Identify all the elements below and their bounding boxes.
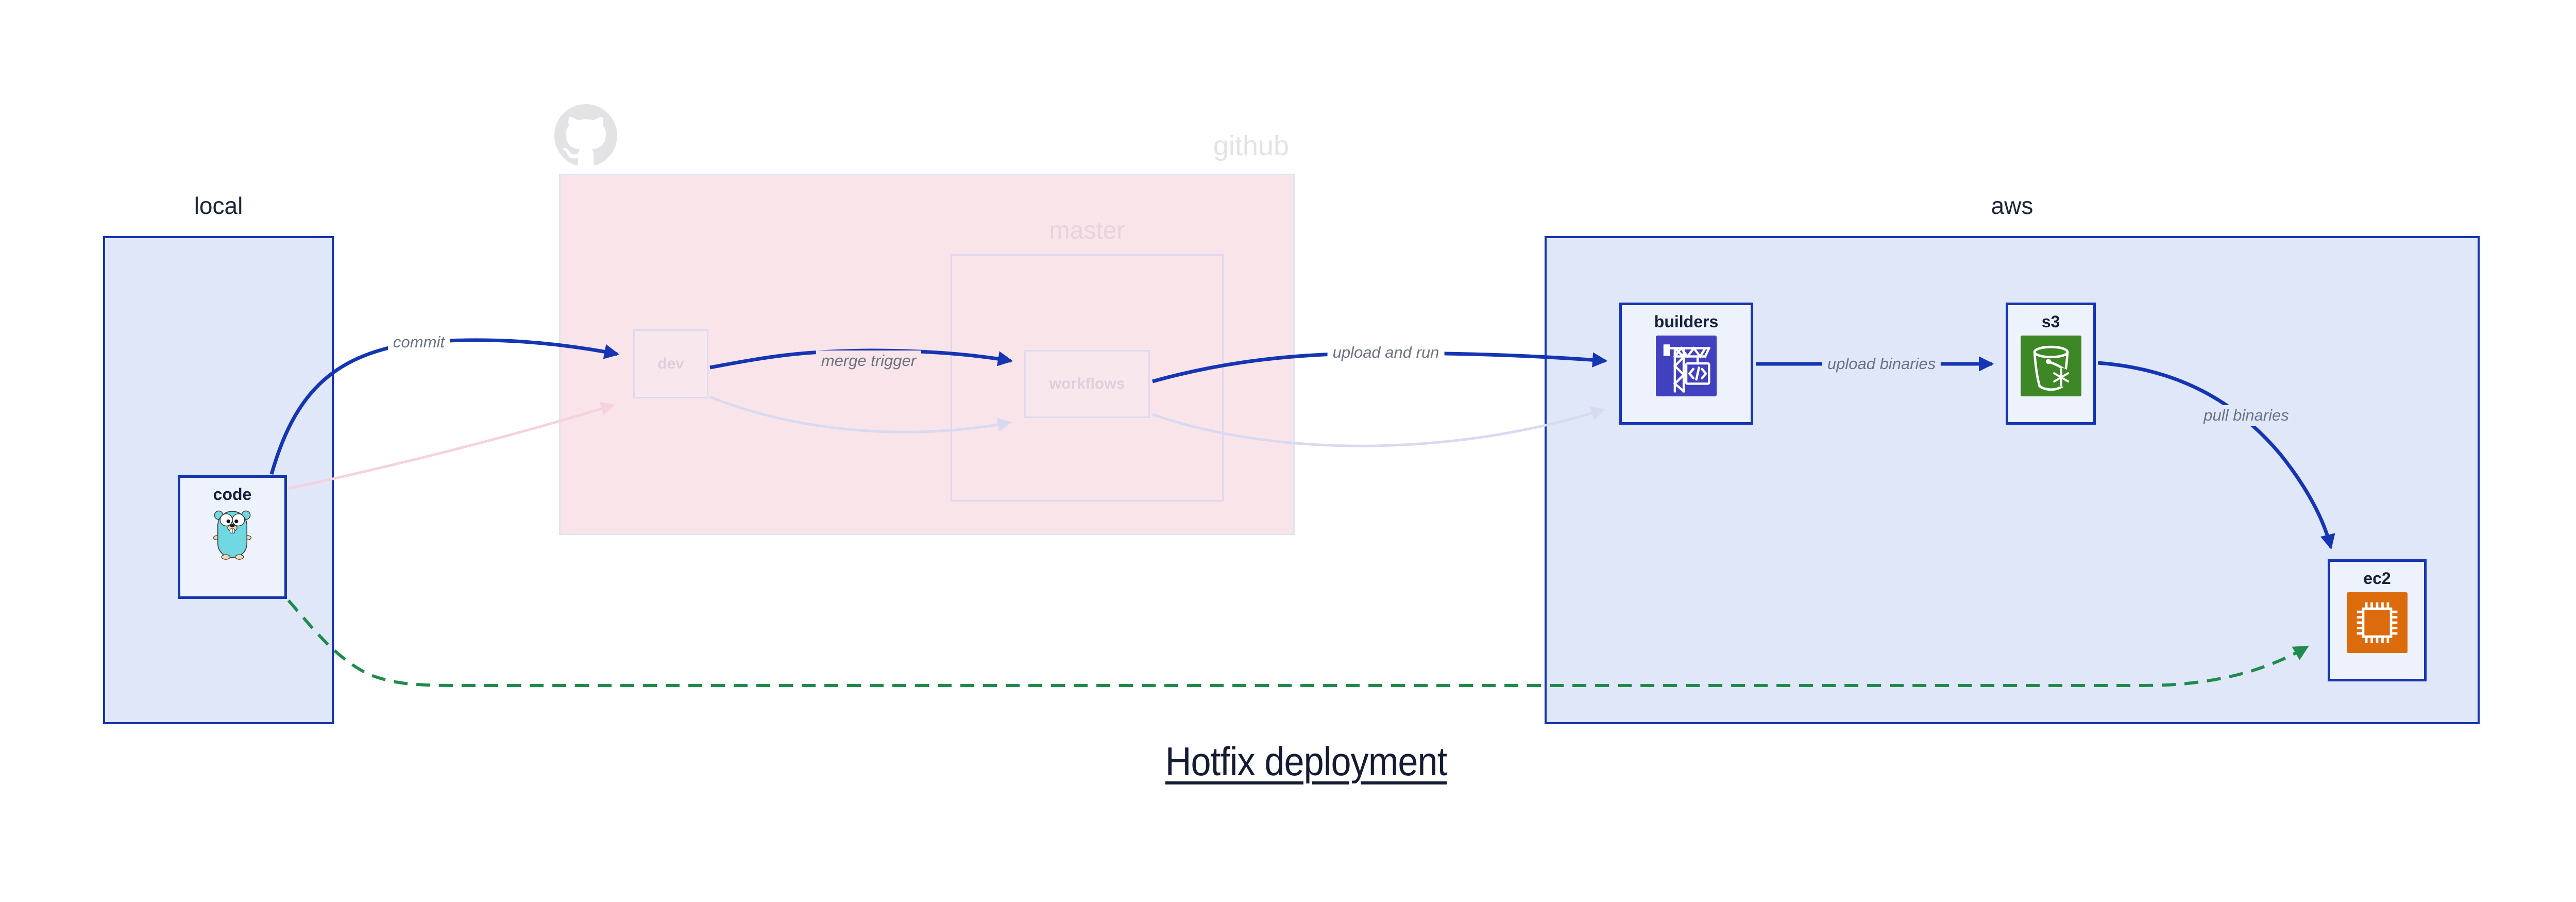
node-s3-label: s3 [2041, 312, 2060, 331]
node-workflows: workflows [1024, 350, 1150, 418]
group-label-github: github [1213, 130, 1289, 161]
node-builders: builders [1619, 303, 1753, 425]
aws-s3-bucket-icon [2020, 335, 2081, 396]
group-label-local: local [194, 192, 243, 219]
node-dev-label: dev [657, 355, 684, 372]
node-s3: s3 [2006, 303, 2096, 425]
aws-codebuild-icon [1656, 335, 1717, 396]
aws-ec2-chip-icon [2347, 592, 2408, 653]
edge-label-upload-binaries: upload binaries [1822, 354, 1941, 374]
edge-label-pull-binaries: pull binaries [2198, 405, 2294, 426]
node-code-label: code [213, 485, 252, 504]
diagram-title-text: Hotfix deployment [1165, 739, 1447, 784]
node-code: code [178, 475, 287, 599]
node-ec2-label: ec2 [2363, 569, 2391, 588]
github-octocat-icon [554, 104, 617, 165]
edge-label-commit: commit [388, 332, 450, 353]
group-label-master: master [1049, 217, 1125, 244]
node-builders-label: builders [1654, 312, 1719, 331]
node-workflows-label: workflows [1049, 375, 1125, 392]
edge-label-upload-and-run: upload and run [1327, 342, 1445, 363]
edge-label-merge-trigger: merge trigger [816, 350, 922, 371]
node-ec2: ec2 [2328, 559, 2427, 681]
diagram-title: Hotfix deployment [1074, 738, 1538, 785]
group-label-aws: aws [1991, 192, 2033, 219]
node-dev: dev [633, 329, 708, 398]
go-gopher-icon [213, 510, 252, 560]
